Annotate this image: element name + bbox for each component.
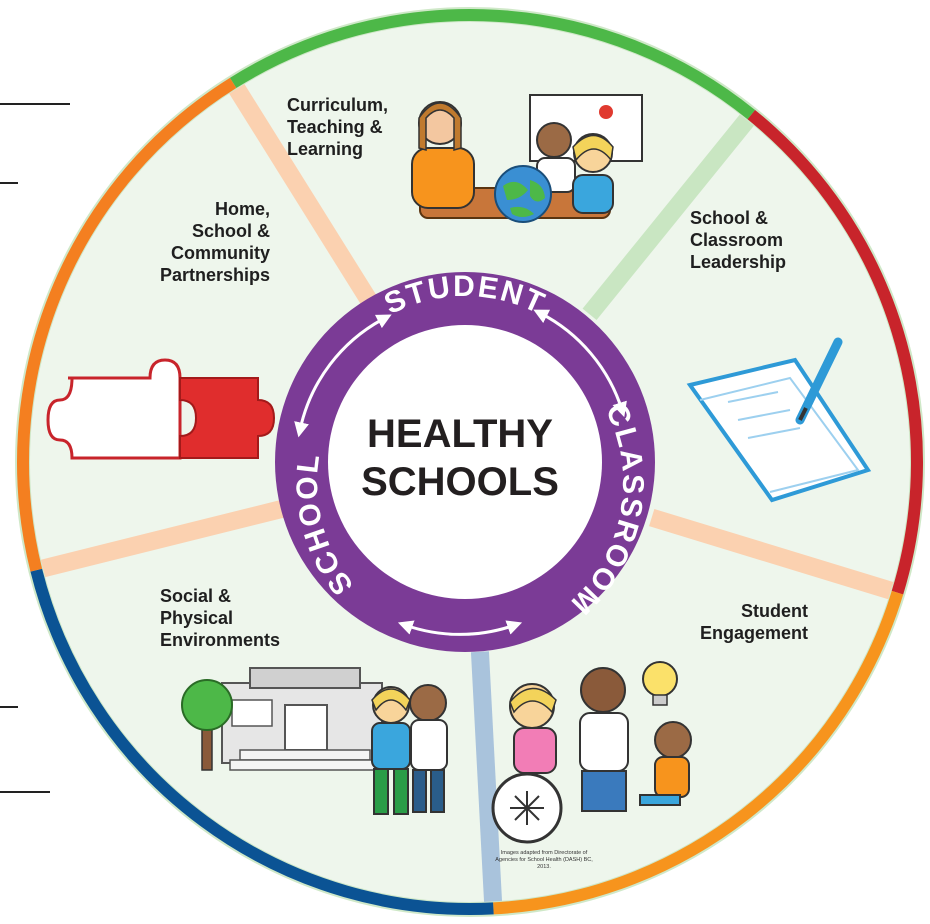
outer-ring-arc: [493, 590, 904, 915]
outer-ring-arc: [229, 9, 756, 120]
classroom-globe-icon: [411, 94, 643, 223]
center-title-line1: HEALTHY: [367, 412, 553, 456]
notepad-pencil-icon: [686, 337, 872, 503]
segment-label-partnerships: Home, School & Community Partnerships: [160, 199, 271, 285]
edge-line: [0, 103, 70, 105]
outer-ring-arc: [30, 568, 494, 915]
segment-divider: [649, 508, 894, 600]
edge-line: [0, 791, 50, 793]
outer-ring-arc: [17, 77, 237, 572]
segment-label-curriculum: Curriculum, Teaching & Learning: [287, 95, 389, 159]
arrow-school-student: [294, 314, 392, 438]
segment-divider: [470, 651, 503, 902]
center-title: HEALTHY SCHOOLS: [340, 410, 580, 506]
edge-line: [0, 182, 18, 184]
segment-divider: [229, 84, 377, 306]
edge-line: [0, 706, 18, 708]
puzzle-pieces-icon: [46, 358, 276, 460]
center-title-line2: SCHOOLS: [361, 460, 559, 504]
arrow-student-classroom: [533, 309, 627, 418]
segment-divider: [582, 114, 754, 321]
segment-label-engagement: Student Engagement: [700, 601, 809, 643]
students-lightbulb-icon: [491, 661, 692, 844]
arrow-classroom-school: [397, 620, 523, 636]
segment-label-environments: Social & Physical Environments: [160, 586, 281, 650]
image-credit: Images adapted from Directorate of Agenc…: [495, 850, 593, 870]
school-building-icon: [181, 667, 448, 815]
outer-ring-arc: [747, 109, 923, 595]
segment-divider: [40, 499, 288, 578]
segment-label-leadership: School & Classroom Leadership: [690, 208, 787, 272]
